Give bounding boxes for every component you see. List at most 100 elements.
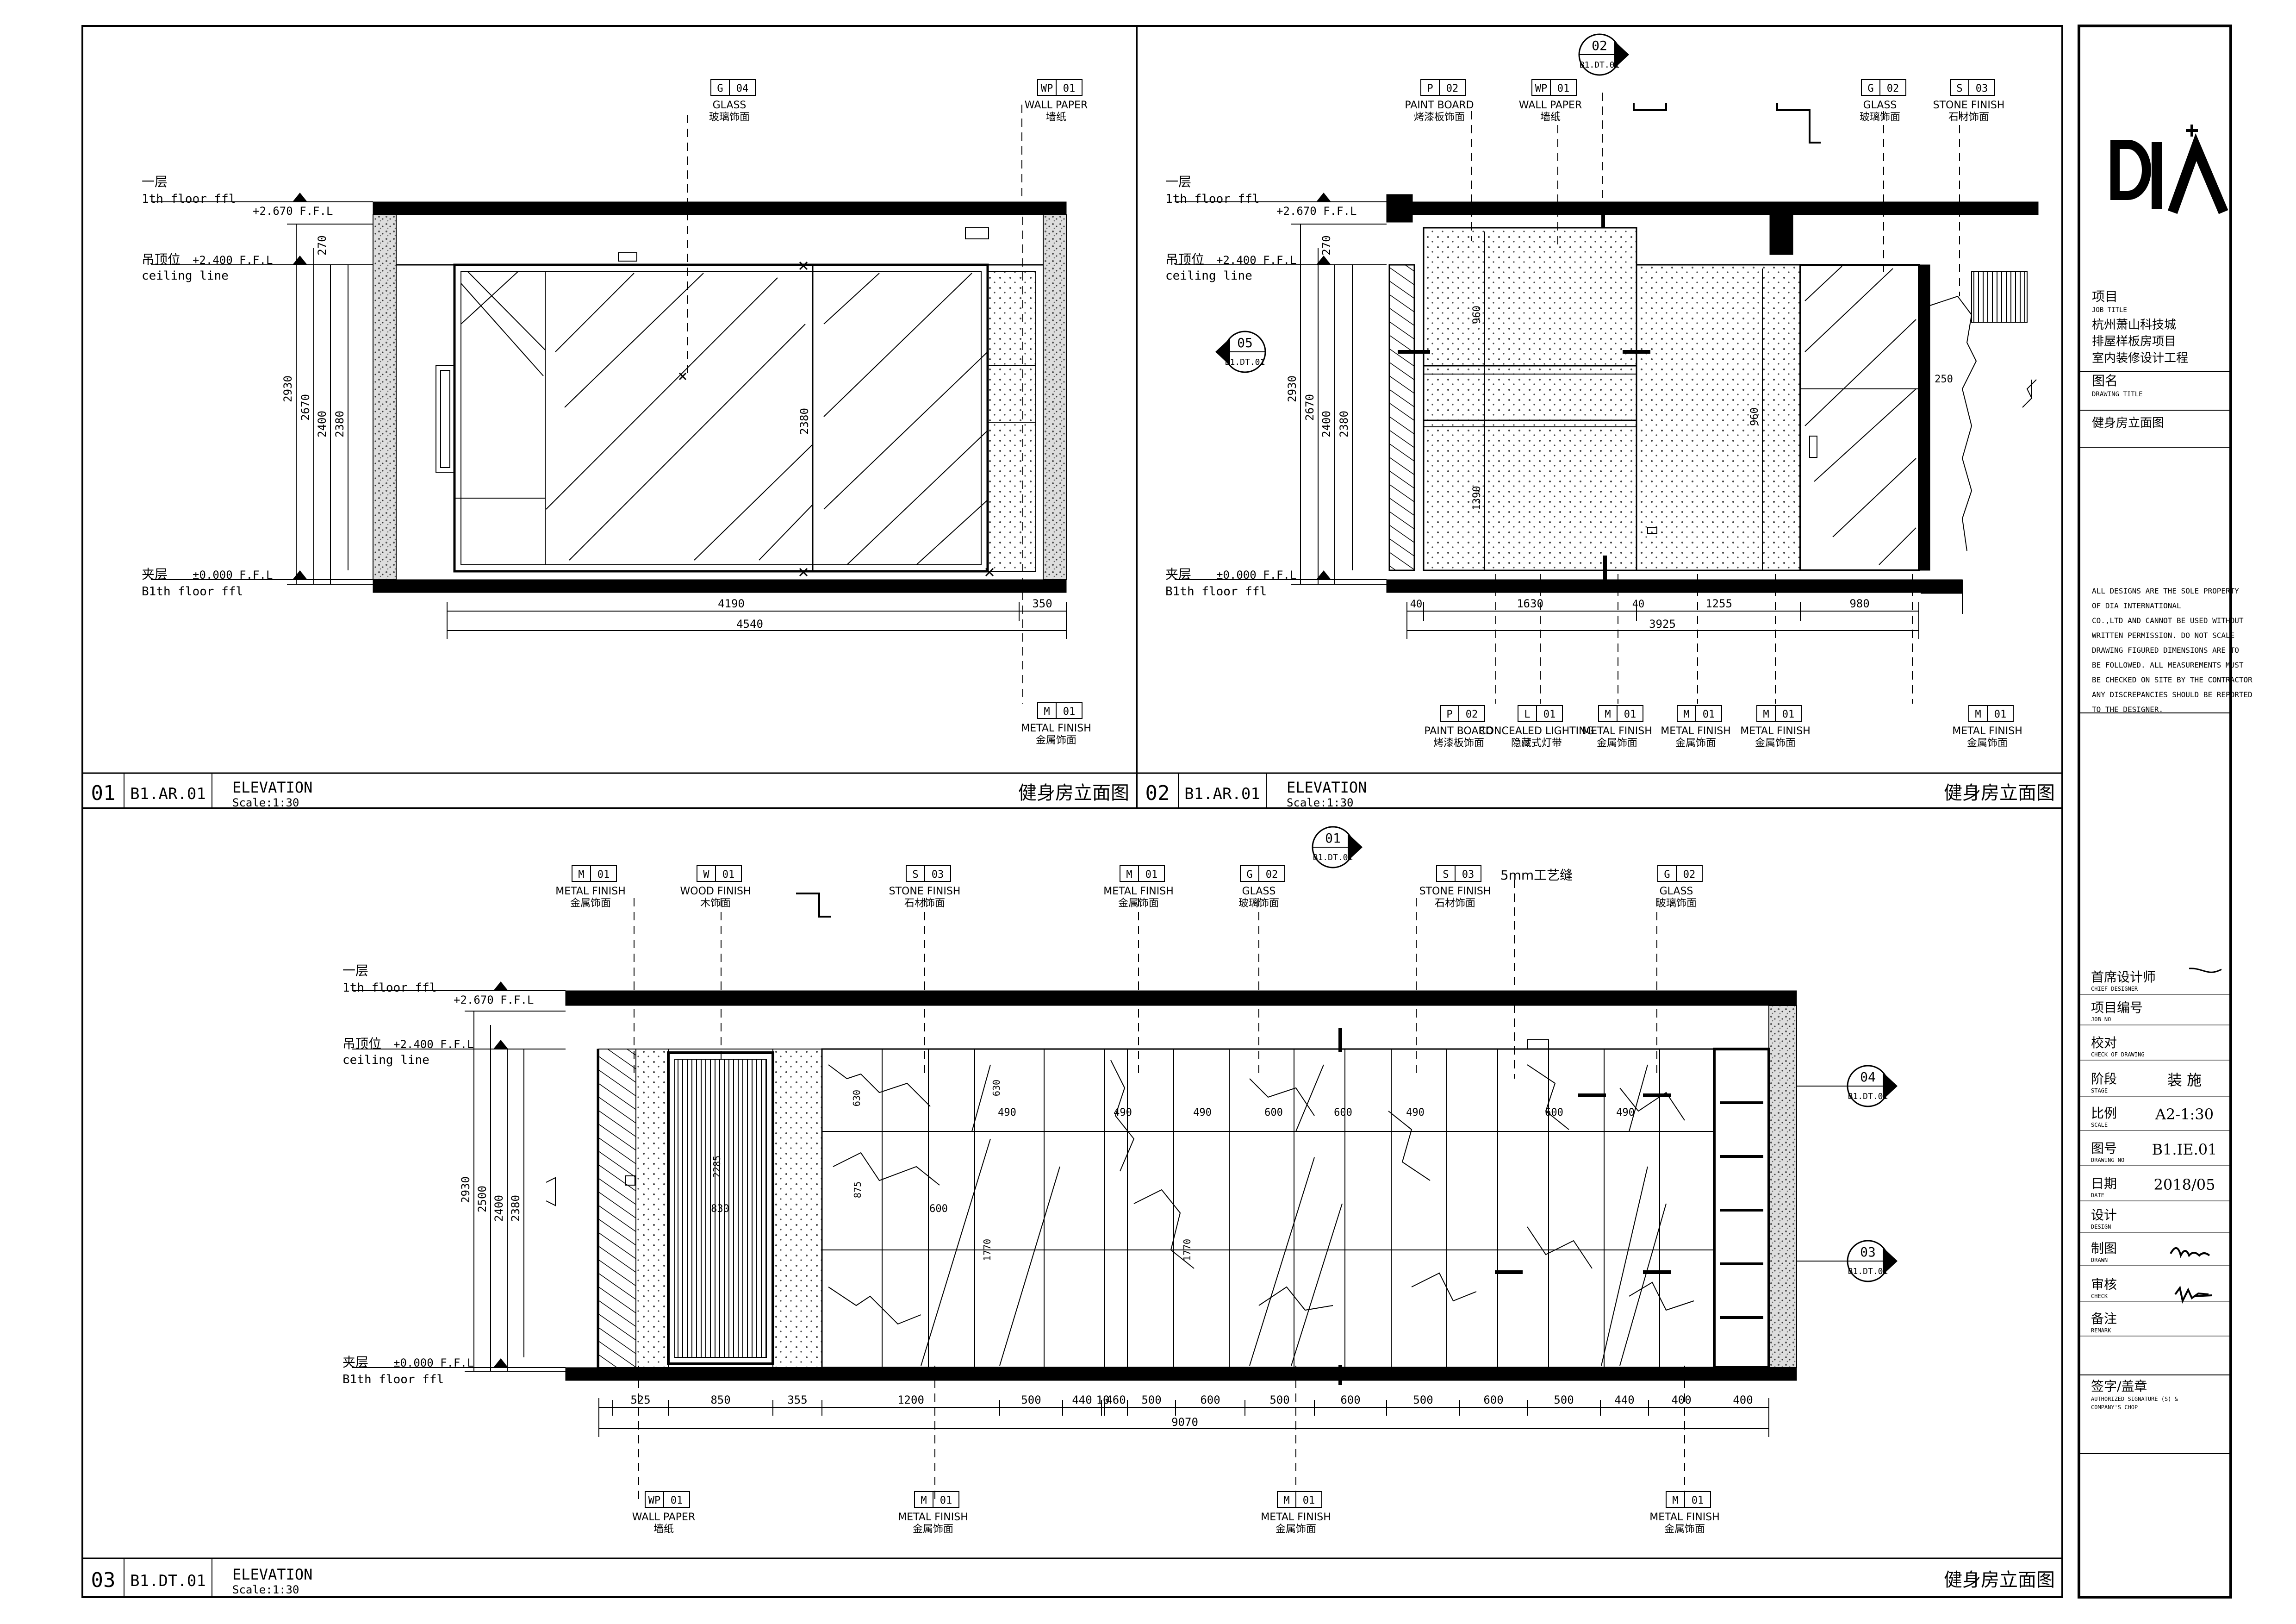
detail-callout-ref: B1.DT.01 (1313, 853, 1353, 862)
copyright-note-line: BE CHECKED ON SITE BY THE CONTRACTOR (2092, 675, 2252, 684)
material-tag-num-box (1458, 705, 1485, 722)
title-block-row-label-en: CHIEF DESIGNER (2091, 986, 2138, 992)
level-mezz-en: B1th floor ffl (142, 585, 243, 599)
material-tag-number: 01 (1543, 709, 1556, 720)
dim-horizontal: 355 (787, 1393, 807, 1406)
title-block-row-label: 设计 (2091, 1207, 2117, 1223)
dim-horizontal: 500 (1269, 1393, 1289, 1406)
material-tag-code: G (1867, 83, 1873, 94)
title-block-row-label-en: REMARK (2091, 1327, 2111, 1334)
material-tag-cn: 玻璃饰面 (1860, 112, 1900, 123)
material-tag-num-box (663, 1491, 690, 1508)
dim-horizontal: 40 (1632, 599, 1645, 610)
material-tag-number: 01 (1703, 709, 1715, 720)
material-tag-num-box (1056, 79, 1083, 96)
copyright-note-line: CO.,LTD AND CANNOT BE USED WITHOUT (2092, 616, 2244, 625)
title-block-row-label-en: CHECK (2091, 1293, 2108, 1299)
dim-vertical: 2670 (299, 394, 312, 421)
material-tag-en: METAL FINISH (555, 886, 626, 897)
level-mezz-en: B1th floor ffl (342, 1373, 444, 1387)
title-block-row-label: 项目编号 (2091, 1000, 2143, 1015)
material-tag-cn: 隐藏式灯带 (1511, 737, 1562, 749)
material-tag-cn: 金属饰面 (1675, 737, 1716, 749)
material-tag-number: 01 (671, 1495, 683, 1506)
dim-inner: 490 (1616, 1107, 1635, 1118)
dim-horizontal: 3925 (1649, 618, 1676, 631)
drawing-scale: Scale:1:30 (232, 796, 299, 809)
material-tag-cn: 金属饰面 (1118, 898, 1159, 909)
material-tag-number: 02 (1683, 869, 1696, 881)
material-tag-cn: 木饰面 (700, 898, 731, 909)
material-tag-number: 01 (1994, 709, 2007, 720)
material-tag-num-box (1295, 1491, 1322, 1508)
dim-horizontal: 500 (1021, 1393, 1041, 1406)
groove-note: 5mm工艺缝 (1500, 868, 1573, 883)
title-block-row-label: 备注 (2091, 1311, 2117, 1326)
drawing-title-cn: 健身房立面图 (1944, 782, 2055, 804)
material-tag-en: GLASS (1242, 886, 1276, 897)
material-tag-cn: 烤漆板饰面 (1433, 737, 1484, 749)
material-tag-code: L (1524, 709, 1530, 720)
detail-callout-number: 02 (1592, 38, 1607, 53)
material-tag-number: 01 (1145, 869, 1158, 881)
level-triangle (493, 981, 508, 991)
dim-inner: 490 (1193, 1107, 1212, 1118)
material-tag-cn: 金属饰面 (913, 1524, 953, 1535)
material-tag-code: S (1443, 869, 1449, 881)
title-block-row-label: 制图 (2091, 1241, 2117, 1256)
level-floor1-elev: +2.670 F.F.L (253, 205, 333, 218)
material-tag-cn: 玻璃饰面 (1238, 898, 1279, 909)
level-floor1-elev: +2.670 F.F.L (454, 993, 534, 1006)
title-block-row-value: B1.IE.01 (2152, 1141, 2217, 1158)
dim-vertical: 2930 (1286, 375, 1299, 402)
material-tag-en: GLASS (1863, 100, 1897, 111)
elevation-01-drawing (373, 201, 1067, 593)
drawing-title-cn: 健身房立面图 (1944, 1569, 2055, 1591)
title-block-row-label: 图号 (2091, 1141, 2117, 1156)
material-tag-number: 02 (1887, 83, 1899, 94)
dim-horizontal: 4540 (736, 618, 763, 631)
dim-horizontal: 350 (1032, 597, 1052, 610)
level-mezz-label: 夹层 (342, 1355, 368, 1370)
material-tag-code: P (1446, 709, 1452, 720)
dim-horizontal: 1200 (897, 1393, 924, 1406)
material-tag-number: 04 (736, 83, 749, 94)
material-tag-number: 01 (597, 869, 610, 881)
dia-logo (2110, 125, 2228, 214)
drawing-title-value: 健身房立面图 (2092, 416, 2164, 430)
dim-vertical: 2400 (1320, 411, 1333, 437)
level-triangle (1316, 256, 1331, 265)
material-tag-num-box (729, 79, 756, 96)
material-tag-cn: 金属饰面 (1597, 737, 1637, 749)
dim-horizontal: 440 (1072, 1393, 1092, 1406)
material-tag-num-box (1455, 865, 1481, 882)
title-block-row-value: 2018/05 (2154, 1176, 2215, 1193)
seal-label-en: AUTHORIZED SIGNATURE (S) & (2091, 1396, 2178, 1402)
copyright-note-line: TO THE DESIGNER. (2092, 705, 2163, 714)
material-tag-number: 01 (1303, 1495, 1315, 1506)
dim-horizontal: 460 (1106, 1393, 1126, 1406)
material-tag-cn: 墙纸 (1046, 112, 1066, 123)
material-tag-code: M (1126, 869, 1132, 881)
dim-inner: 490 (998, 1107, 1016, 1118)
elevation-01-dimensions (287, 105, 1067, 704)
material-tag-number: 03 (1976, 83, 1988, 94)
material-tag-code: M (578, 869, 584, 881)
material-tag-en: CONCEALED LIGHTING (1479, 725, 1594, 737)
project-label-en: JOB TITLE (2092, 306, 2127, 314)
copyright-note-line: ALL DESIGNS ARE THE SOLE PROPERTY (2092, 587, 2239, 595)
dim-inner: 630 (991, 1080, 1002, 1096)
